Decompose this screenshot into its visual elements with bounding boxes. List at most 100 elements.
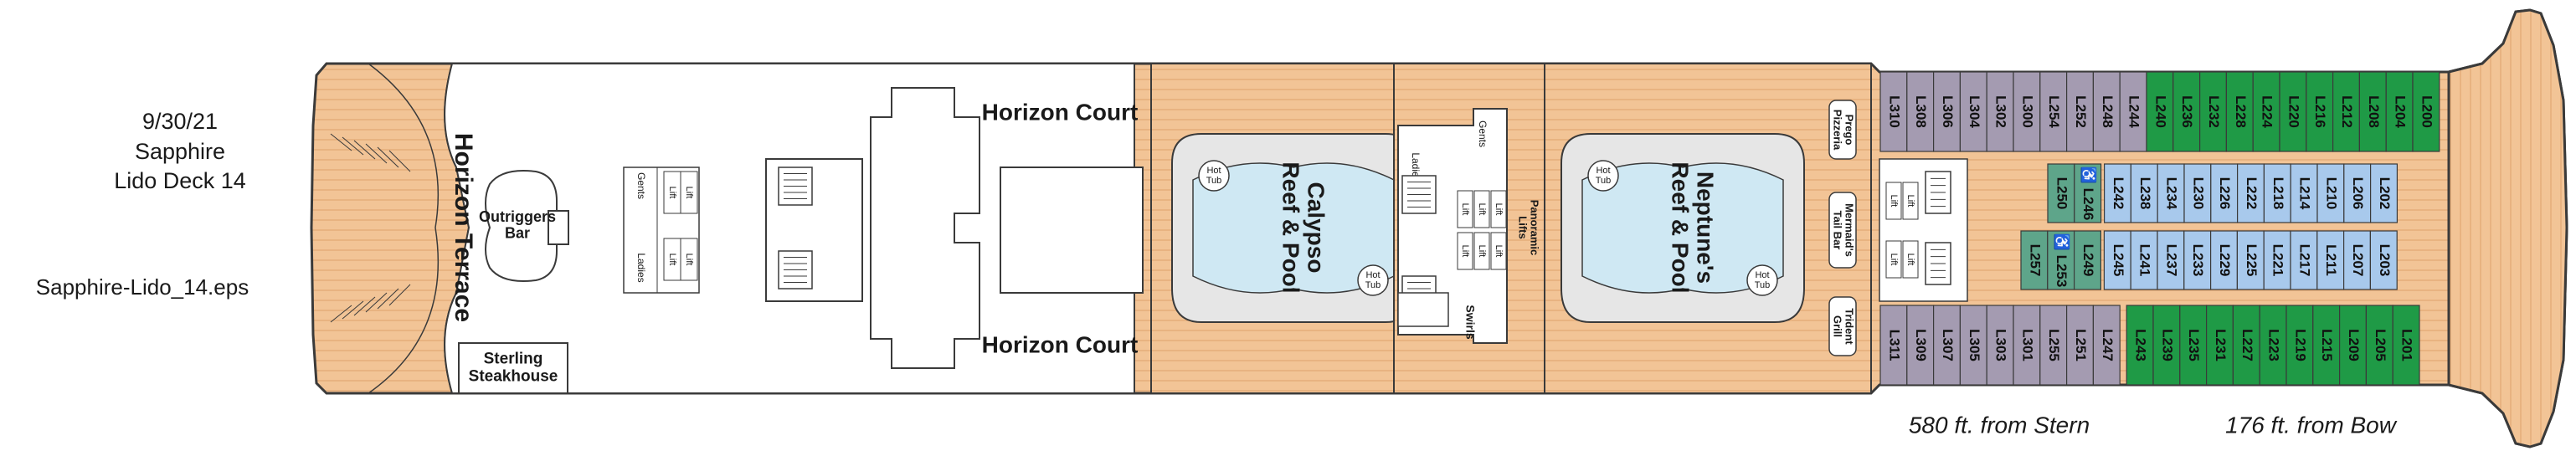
cabin-L248 [2092,71,2121,152]
horizon-court-servery [870,87,980,369]
pool-title-line: Calypso [1303,182,1329,274]
outriggers-bar-label-line: Bar [505,225,530,242]
distance-from-stern: 580 ft. from Stern [1909,412,2090,438]
cabin-label-L226: L226 [2217,177,2233,210]
cabin-label-L308: L308 [1913,95,1929,128]
stair-line [342,136,364,156]
midship-stair-enclosure [765,158,863,302]
cabin-L203 [2369,230,2398,290]
pool-water [1581,162,1784,294]
lift-label: Lift [684,187,694,199]
ladies-label: Ladies [635,253,647,282]
cabins-inner-top-teal: L250 ♿ L246 [2047,163,2102,223]
cabin-L207 [2343,230,2372,290]
cabin-label-L250: L250 [2054,177,2070,210]
cabin-label-L206: L206 [2350,177,2366,210]
hot-tub-label-line: Tub [1206,176,1222,186]
cabin-label-L248: L248 [2100,95,2116,128]
horizon-court-top-label: Horizon Court [982,99,1139,125]
cabin-label-L236: L236 [2179,95,2195,128]
cabin-L212 [2332,71,2361,152]
stair-line [353,140,376,160]
cabin-L245 [2103,230,2131,290]
stairs-fwd-bottom [1925,242,1951,285]
hot-tub-right [1746,264,1778,296]
cabin-label-L245: L245 [2111,244,2126,277]
cabin-L251 [2066,305,2095,386]
forward-core [1879,158,1968,302]
cabin-label-L237: L237 [2163,244,2179,277]
cabin-label-L303: L303 [1993,329,2009,361]
cabin-L224 [2252,71,2280,152]
cabin-L241 [2130,230,2158,290]
venue-label-line: Mermaid's [1843,203,1856,257]
cabin-label-L230: L230 [2190,177,2206,210]
cabin-L222 [2237,163,2265,223]
cabin-label-L257: L257 [2027,244,2043,277]
cabin-L215 [2312,305,2341,386]
cabin-L300 [2013,71,2041,152]
horizon-court-center [1000,167,1144,294]
venue-label-line: Prego [1843,115,1856,146]
lift-label: Lift [1889,195,1899,208]
cabin-L216 [2306,71,2334,152]
cabin-label-L302: L302 [1993,95,2009,128]
cabin-L235 [2179,305,2208,386]
hot-tub-label-line: Hot [1596,166,1610,176]
cabin-label-L220: L220 [2285,95,2301,128]
cabin-L214 [2290,163,2318,223]
distance-from-bow: 176 ft. from Bow [2225,412,2398,438]
cabin-label-L252: L252 [2073,95,2089,128]
cabin-label-L221: L221 [2270,244,2286,277]
cabin-L309 [1906,305,1935,386]
cabin-label-L217: L217 [2296,244,2312,277]
gents-label: Gents [635,172,647,199]
cabin-label-L229: L229 [2217,244,2233,277]
cabin-label-L304: L304 [1967,95,1982,128]
cabin-label-L218: L218 [2270,177,2286,210]
cabin-L200 [2412,71,2440,152]
stair-line [377,288,399,310]
cabin-label-L244: L244 [2126,95,2142,128]
cabin-L223 [2259,305,2287,386]
cabin-L244 [2119,71,2147,152]
horizon-terrace-label: Horizon Terrace [450,133,477,322]
lift-box [1885,182,1902,220]
hot-tub-label-line: Tub [1755,280,1771,290]
sterling-steakhouse-label-line: Steakhouse [469,367,558,385]
venue-outline [1828,100,1857,160]
cabin-label-L216: L216 [2312,95,2328,128]
cabin-L301 [2013,305,2041,386]
stairs-aft-top [778,167,813,206]
cabin-label-L202: L202 [2377,177,2393,210]
cabin-label-L240: L240 [2152,95,2168,128]
hot-tub-left [1587,160,1619,192]
lift-label: Lift [1477,203,1487,216]
cabin-label-L228: L228 [2233,95,2249,128]
stair-line [388,150,411,172]
cabin-label-L205: L205 [2373,329,2388,361]
lift-box [680,238,698,281]
lift-label: Lift [667,254,677,266]
cabin-L209 [2339,305,2368,386]
pool-title-line: Neptune's [1693,172,1719,284]
lift-label: Lift [667,187,677,199]
cabin-label-L204: L204 [2393,95,2409,128]
cabin-L232 [2199,71,2228,152]
horizon-court-bottom-label: Horizon Court [982,331,1139,357]
stair-line [330,305,352,323]
hot-tub-label-line: Hot [1755,270,1769,280]
bow-deck [2447,8,2568,448]
cabin-label-L207: L207 [2350,244,2366,277]
cabin-label-L246: ♿ L246 [2080,167,2097,221]
cabin-L257 [2020,230,2049,290]
venue-label-line: Pizzeria [1831,110,1843,151]
